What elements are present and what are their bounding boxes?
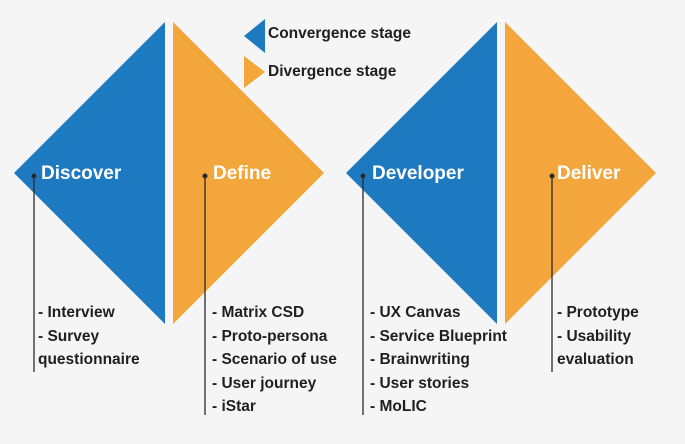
discover-methods-list: - Interview - Survey questionnaire — [38, 301, 140, 372]
list-item: - Usability — [557, 327, 632, 345]
stage-label-developer: Developer — [372, 163, 464, 184]
discover-shape — [14, 22, 165, 324]
list-item: - UX Canvas — [370, 304, 461, 321]
list-item: - User journey — [212, 374, 317, 392]
legend-convergence-swatch — [244, 19, 265, 53]
stage-label-discover: Discover — [41, 163, 122, 184]
deliver-dot — [549, 173, 555, 179]
stage-label-deliver: Deliver — [557, 163, 621, 184]
define-dot — [202, 173, 208, 179]
list-item: - iStar — [212, 398, 256, 415]
list-item: - Interview — [38, 304, 115, 321]
list-item: - Scenario of use — [212, 351, 337, 368]
list-item: questionnaire — [38, 351, 140, 368]
list-item: - MoLIC — [370, 398, 427, 415]
list-item: - User stories — [370, 374, 470, 392]
developer-dot — [360, 173, 366, 179]
list-item: evaluation — [557, 351, 634, 368]
list-item: - Brainwriting — [370, 351, 470, 368]
developer-methods-list: - UX Canvas - Service Blueprint - Brainw… — [370, 301, 507, 419]
deliver-methods-list: - Prototype - Usability evaluation — [557, 301, 639, 372]
discover-dot — [31, 173, 37, 179]
legend-convergence-label: Convergence stage — [268, 25, 411, 42]
list-item: - Service Blueprint — [370, 327, 507, 345]
list-item: - Matrix CSD — [212, 304, 305, 321]
define-methods-list: - Matrix CSD - Proto-persona - Scenario … — [212, 301, 337, 419]
deliver-shape — [505, 22, 656, 324]
stage-label-define: Define — [213, 163, 272, 184]
define-shape — [173, 22, 324, 324]
legend-divergence-label: Divergence stage — [268, 63, 397, 80]
developer-shape — [346, 22, 497, 324]
list-item: - Proto-persona — [212, 327, 328, 345]
list-item: - Prototype — [557, 304, 639, 321]
legend-divergence-swatch — [244, 56, 265, 88]
list-item: - Survey — [38, 327, 100, 345]
